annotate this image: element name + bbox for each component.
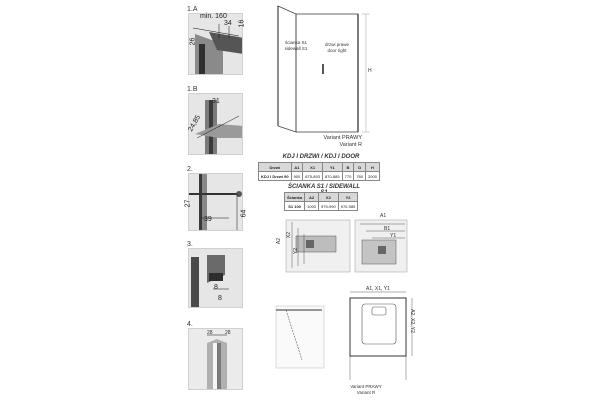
detail-dim-x2: X2 [286, 231, 293, 239]
step-1a-dim-c: 26 [189, 37, 197, 46]
door-table-header: X1 [302, 162, 323, 172]
front-sidewall-label-1: ścianka S1 [284, 40, 307, 45]
step-4-label: 4. [187, 321, 193, 328]
detail-dim-b1: B1 [384, 226, 391, 232]
door-table-cell: 870-885 [321, 171, 343, 181]
step-2-dim-c: 64 [240, 209, 248, 218]
step-1b-label: 1.B [187, 86, 198, 93]
door-table-header-row: Drzwi A1 X1 Y1 B D H [258, 162, 380, 172]
door-table-header: D [353, 162, 367, 172]
door-table-cell: KDJ I Drzwi 90 [258, 171, 292, 181]
front-sidewall-label: ścianka S1 sidewall S1 [282, 40, 310, 52]
detail-dim-a2: A2 [276, 237, 283, 245]
front-sidewall-label-2: sidewall S1 [284, 46, 308, 51]
door-table-header: Drzwi [258, 162, 292, 172]
step-2-dim-a: 27 [184, 199, 192, 208]
plan-variant-2: Variant R [356, 390, 376, 395]
front-height-label: H [368, 68, 372, 74]
step-3-label: 3. [187, 241, 193, 248]
door-table: Drzwi A1 X1 Y1 B D H KDJ I Drzwi 90 900 … [258, 162, 380, 181]
sidewall-table-header: Y2 [337, 192, 359, 202]
sidewall-table-header: A2 [304, 192, 320, 202]
step-1a-dim-min: min. 160 [200, 13, 227, 20]
sidewall-table-cell: S1 100 [283, 201, 306, 211]
front-variant-1: Variant PRAWY [323, 135, 362, 141]
step-2-dim-b: 39 [204, 216, 212, 223]
step-3-dim-b: 8 [218, 295, 222, 302]
detail-dim-y2: Y2 [293, 247, 300, 255]
sidewall-table-cell: 1000 [304, 201, 320, 211]
sidewall-table-header: X2 [318, 192, 339, 202]
door-table-header: H [365, 162, 380, 172]
sidewall-table-cell: 975-990 [318, 201, 339, 211]
door-table-cell: 770 [341, 171, 355, 181]
door-table-header: B [341, 162, 355, 172]
door-table-cell: 780 [353, 171, 367, 181]
step-1a-photo [188, 13, 243, 75]
plan-side-dim: A2, X2, Y2 [408, 309, 415, 333]
detail-dim-y1: Y1 [390, 233, 397, 239]
sidewall-table: Ścianka A2 X2 Y2 S1 100 1000 975-990 970… [283, 192, 359, 211]
front-variant-label: Variant PRAWY Variant R [300, 135, 362, 149]
door-table-header: A1 [290, 162, 304, 172]
step-2-drawing [189, 174, 242, 230]
detail-dim-a1: A1 [380, 213, 387, 219]
plan-top-dim: A1, X1, Y1 [366, 286, 390, 292]
door-table-title: KDJ I DRZWI / KDJ I DOOR [282, 154, 360, 160]
front-door-label: drzwi prawe door right [320, 42, 354, 54]
sidewall-table-header-row: Ścianka A2 X2 Y2 [283, 192, 359, 202]
step-1a-dim-b: 16 [238, 19, 246, 28]
step-4-drawing [189, 329, 242, 389]
door-table-cell: 2000 [365, 171, 380, 181]
door-table-cell: 900 [290, 171, 304, 181]
plan-variant-label: Variant PRAWY Variant R [340, 384, 392, 396]
step-4-dim-b: 28 [225, 330, 231, 336]
door-table-header: Y1 [321, 162, 343, 172]
front-door-label-2: door right [327, 48, 347, 53]
step-2-label: 2. [187, 166, 193, 173]
step-3-drawing [189, 249, 242, 307]
step-4-photo [188, 328, 243, 390]
step-1a-dim-a: 34 [224, 20, 232, 27]
front-door-label-1: drzwi prawe [324, 42, 349, 47]
sidewall-table-header: Ścianka [283, 192, 306, 202]
step-3-dim-a: 8 [214, 284, 218, 291]
table-row: S1 100 1000 975-990 970-985 [283, 201, 359, 211]
table-row: KDJ I Drzwi 90 900 875-893 870-885 770 7… [258, 171, 380, 181]
sidewall-table-cell: 970-985 [337, 201, 359, 211]
step-2-photo [188, 173, 243, 231]
step-3-photo [188, 248, 243, 308]
door-table-cell: 875-893 [302, 171, 323, 181]
plan-variant-1: Variant PRAWY [350, 384, 382, 389]
step-4-dim-a: 28 [207, 330, 213, 336]
front-variant-2: Variant R [339, 142, 362, 148]
step-1b-dim-a: 31 [212, 98, 220, 105]
step-1a-drawing [189, 14, 242, 74]
step-1b-drawing [189, 94, 242, 154]
step-1a-label: 1.A [187, 6, 198, 13]
step-1b-photo [188, 93, 243, 155]
